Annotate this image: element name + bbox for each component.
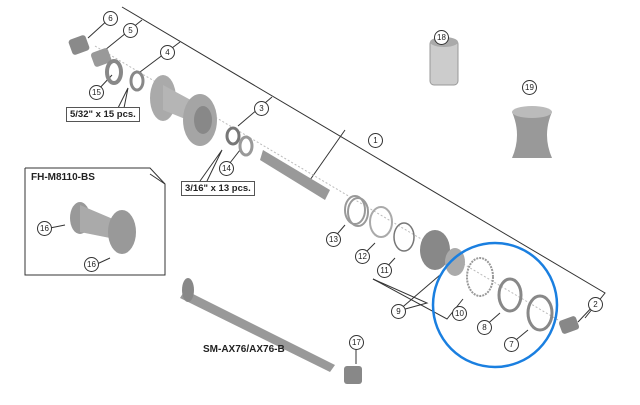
callout-9: 9 [391, 304, 406, 319]
callout-4: 4 [160, 45, 175, 60]
callout-13: 13 [326, 232, 341, 247]
callout-6: 6 [103, 11, 118, 26]
callout-3: 3 [254, 101, 269, 116]
callout-10: 10 [452, 306, 467, 321]
callout-1: 1 [368, 133, 383, 148]
callout-16: 16 [84, 257, 99, 272]
callout-11: 11 [377, 263, 392, 278]
inset-title: FH-M8110-BS [31, 172, 95, 183]
callout-2: 2 [588, 297, 603, 312]
callout-19: 19 [522, 80, 537, 95]
callout-7: 7 [504, 337, 519, 352]
axle-label: SM-AX76/AX76-B [203, 344, 285, 355]
callout-16: 16 [37, 221, 52, 236]
hub-parts [68, 35, 580, 384]
ball-bearing-label-large: 3/16" x 13 pcs. [181, 181, 255, 196]
callout-18: 18 [434, 30, 449, 45]
callout-14: 14 [219, 161, 234, 176]
callout-15: 15 [89, 85, 104, 100]
highlight-circle [431, 241, 559, 369]
ball-bearing-label-small: 5/32" x 15 pcs. [66, 107, 140, 122]
callout-8: 8 [477, 320, 492, 335]
callout-12: 12 [355, 249, 370, 264]
callout-5: 5 [123, 23, 138, 38]
callout-17: 17 [349, 335, 364, 350]
